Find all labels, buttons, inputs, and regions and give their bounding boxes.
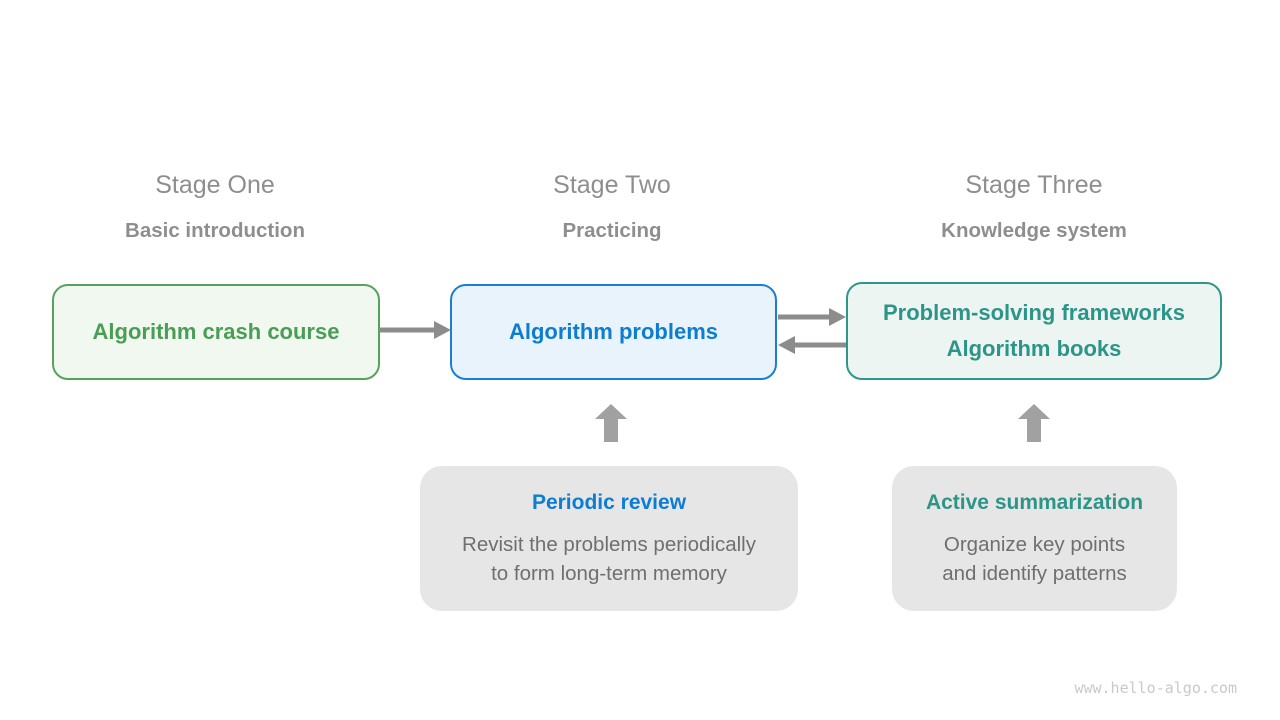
stage-one-title: Stage One [155,171,275,199]
active-summarization-title: Active summarization [925,490,1144,514]
algorithm-crash-course-label: Algorithm crash course [92,319,340,344]
algorithm-crash-course-box: Algorithm crash course [52,284,380,380]
arrow-right-problems-to-frameworks-icon [778,308,846,326]
arrow-left-frameworks-to-problems-icon [778,336,846,354]
arrow-up-active-summarization-icon [1018,404,1050,442]
periodic-review-title: Periodic review [531,490,687,514]
problem-solving-frameworks-label: Problem-solving frameworks [883,300,1185,325]
stage-two-header: Stage Two Practicing [412,170,812,243]
periodic-review-note: Periodic review Revisit the problems per… [420,466,798,611]
active-summarization-body-line-2: and identify patterns [942,561,1127,585]
arrow-up-periodic-review-icon [595,404,627,442]
knowledge-system-box: Problem-solving frameworks Algorithm boo… [846,282,1222,380]
arrow-right-crash-course-to-problems-icon [379,321,451,339]
stage-two-subtitle: Practicing [562,219,662,242]
stage-three-header: Stage Three Knowledge system [834,170,1234,243]
stage-three-subtitle: Knowledge system [941,219,1127,242]
stage-three-title: Stage Three [965,171,1103,199]
stage-two-title: Stage Two [553,171,671,199]
periodic-review-body-line-2: to form long-term memory [491,561,727,585]
watermark: www.hello-algo.com [1074,679,1237,697]
active-summarization-body-line-1: Organize key points [943,532,1126,556]
periodic-review-body-line-1: Revisit the problems periodically [462,532,756,556]
stage-one-header: Stage One Basic introduction [15,170,415,243]
active-summarization-note: Active summarization Organize key points… [892,466,1177,611]
algorithm-books-label: Algorithm books [946,336,1122,361]
algorithm-problems-box: Algorithm problems [450,284,777,380]
algorithm-problems-label: Algorithm problems [508,319,718,344]
stage-one-subtitle: Basic introduction [125,219,305,242]
